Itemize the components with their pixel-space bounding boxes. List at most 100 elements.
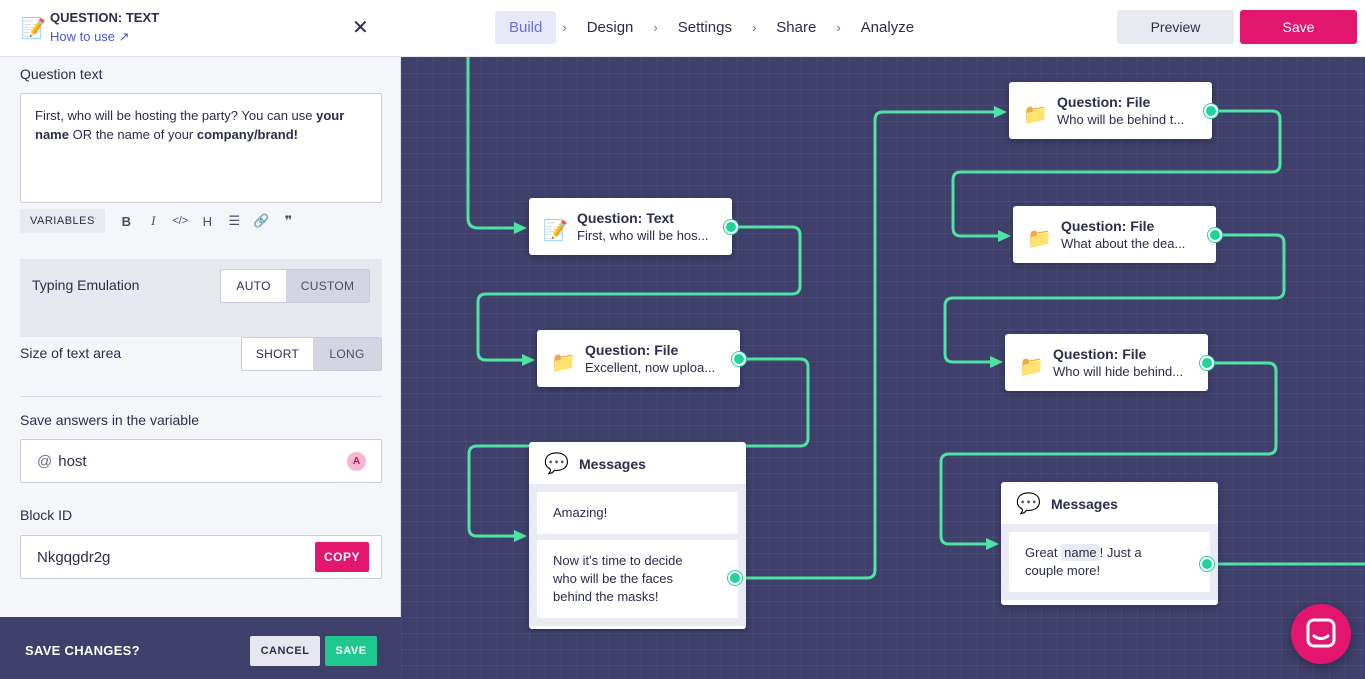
connector-arrow	[998, 230, 1011, 242]
text-area-size-label: Size of text area	[20, 345, 122, 361]
node-question-text[interactable]: 📝 Question: Text First, who will be hos.…	[529, 198, 738, 255]
chevron-right-icon: ›	[562, 19, 567, 35]
how-to-use-link[interactable]: How to use ↗	[50, 29, 130, 45]
message-list: Great name! Just a couple more!	[1001, 524, 1218, 600]
question-text-editor[interactable]: First, who will be hosting the party? Yo…	[20, 93, 382, 203]
node-title: Messages	[1051, 496, 1118, 512]
panel-title: QUESTION: TEXT	[50, 10, 160, 25]
folder-icon: 📁	[551, 352, 576, 374]
node-header: 💬 Messages	[529, 442, 746, 484]
step-analyze[interactable]: Analyze	[860, 18, 915, 36]
output-port[interactable]	[1200, 356, 1214, 370]
node-title: Question: File	[585, 342, 679, 358]
quote-icon[interactable]: ❞	[284, 213, 293, 228]
size-long-option[interactable]: LONG	[312, 338, 381, 370]
node-question-file[interactable]: 📁 Question: File Who will be behind t...	[1009, 82, 1218, 139]
step-build[interactable]: Build	[495, 10, 557, 44]
section-divider	[20, 396, 382, 397]
block-id-value: Nkgqgdr2g	[37, 548, 111, 566]
speech-bubble-icon: 💬	[1016, 493, 1041, 515]
message-bubble: Amazing!	[537, 492, 738, 534]
link-icon[interactable]: 🔗	[253, 213, 270, 228]
builder-steps: Build › Design › Settings › Share › Anal…	[495, 10, 928, 44]
step-share[interactable]: Share	[776, 18, 817, 36]
node-subtitle: First, who will be hos...	[577, 228, 709, 243]
node-question-file[interactable]: 📁 Question: File Who will hide behind...	[1005, 334, 1214, 391]
save-changes-bar: SAVE CHANGES? CANCEL SAVE	[0, 617, 401, 679]
connector-arrow	[522, 354, 535, 366]
italic-icon[interactable]: I	[151, 213, 156, 228]
node-title: Question: File	[1057, 94, 1151, 110]
list-icon[interactable]: ☰	[228, 213, 241, 228]
speech-bubble-icon: 💬	[544, 453, 569, 475]
node-title: Question: File	[1061, 218, 1155, 234]
message-text: Great	[1025, 545, 1062, 560]
output-port[interactable]	[1200, 557, 1214, 571]
question-text-bold: company/brand!	[196, 127, 298, 142]
node-header: 💬 Messages	[1001, 482, 1218, 524]
node-subtitle: What about the dea...	[1061, 236, 1186, 251]
step-design[interactable]: Design	[586, 18, 634, 36]
chevron-right-icon: ›	[653, 19, 658, 35]
question-text-bold: your name	[35, 108, 345, 142]
step-settings[interactable]: Settings	[677, 18, 732, 36]
heading-icon[interactable]: H	[202, 213, 213, 229]
question-settings-panel: 📝 QUESTION: TEXT How to use ↗ ✕ Question…	[0, 0, 401, 679]
cancel-button[interactable]: CANCEL	[250, 636, 320, 666]
node-messages[interactable]: 💬 Messages Amazing! Now it's time to dec…	[529, 442, 746, 629]
flow-canvas[interactable]: 📝 Question: Text First, who will be hos.…	[401, 57, 1365, 679]
at-sign-icon: @	[37, 452, 53, 470]
message-bubble: Great name! Just a couple more!	[1009, 532, 1210, 592]
save-changes-prompt: SAVE CHANGES?	[25, 643, 140, 658]
typing-auto-option[interactable]: AUTO	[221, 270, 287, 302]
output-port[interactable]	[728, 571, 742, 585]
chat-icon	[1306, 618, 1336, 648]
memo-icon: 📝	[543, 220, 568, 242]
size-short-option[interactable]: SHORT	[242, 338, 313, 370]
variable-tag: name	[1061, 544, 1100, 561]
copy-button[interactable]: COPY	[315, 542, 369, 572]
connector-line	[939, 361, 1278, 546]
external-link-icon: ↗	[118, 29, 130, 44]
save-button[interactable]: Save	[1240, 10, 1357, 44]
typing-emulation-toggle: AUTO CUSTOM	[220, 269, 370, 303]
block-id-field[interactable]: Nkgqgdr2g COPY	[20, 535, 382, 579]
variable-input[interactable]: @ host A	[20, 439, 382, 483]
node-subtitle: Excellent, now uploa...	[585, 360, 716, 375]
node-title: Question: Text	[577, 210, 674, 226]
save-changes-button[interactable]: SAVE	[325, 636, 377, 666]
preview-button[interactable]: Preview	[1117, 10, 1234, 44]
connector-arrow	[994, 106, 1007, 118]
question-text-part: OR the name of your	[68, 127, 197, 142]
message-bubble: Now it's time to decide who will be the …	[537, 540, 738, 618]
variables-button[interactable]: VARIABLES	[20, 209, 105, 233]
panel-header: 📝 QUESTION: TEXT How to use ↗ ✕	[0, 0, 401, 57]
connector-arrow	[514, 530, 527, 542]
output-port[interactable]	[724, 220, 738, 234]
connector-line	[943, 233, 1286, 364]
memo-icon: 📝	[21, 18, 46, 40]
output-port[interactable]	[732, 352, 746, 366]
folder-icon: 📁	[1023, 104, 1048, 126]
output-port[interactable]	[1208, 228, 1222, 242]
typing-custom-option[interactable]: CUSTOM	[286, 270, 369, 302]
code-icon[interactable]: </>	[172, 215, 189, 227]
node-messages[interactable]: 💬 Messages Great name! Just a couple mor…	[1001, 482, 1218, 605]
folder-icon: 📁	[1027, 228, 1052, 250]
connector-line	[466, 57, 522, 230]
node-title: Question: File	[1053, 346, 1147, 362]
close-icon[interactable]: ✕	[352, 17, 369, 39]
connector-line	[951, 109, 1282, 238]
chevron-right-icon: ›	[751, 19, 757, 35]
node-subtitle: Who will hide behind...	[1053, 364, 1184, 379]
bold-icon[interactable]: B	[121, 213, 132, 229]
node-title: Messages	[579, 456, 646, 472]
block-id-label: Block ID	[20, 507, 73, 523]
node-question-file[interactable]: 📁 Question: File What about the dea...	[1013, 206, 1222, 263]
message-list: Amazing! Now it's time to decide who wil…	[529, 484, 746, 626]
question-text-part: First, who will be hosting the party? Yo…	[35, 108, 317, 123]
chat-launcher-button[interactable]	[1291, 604, 1351, 664]
output-port[interactable]	[1204, 104, 1218, 118]
node-question-file[interactable]: 📁 Question: File Excellent, now uploa...	[537, 330, 746, 387]
connector-arrow	[514, 222, 527, 234]
